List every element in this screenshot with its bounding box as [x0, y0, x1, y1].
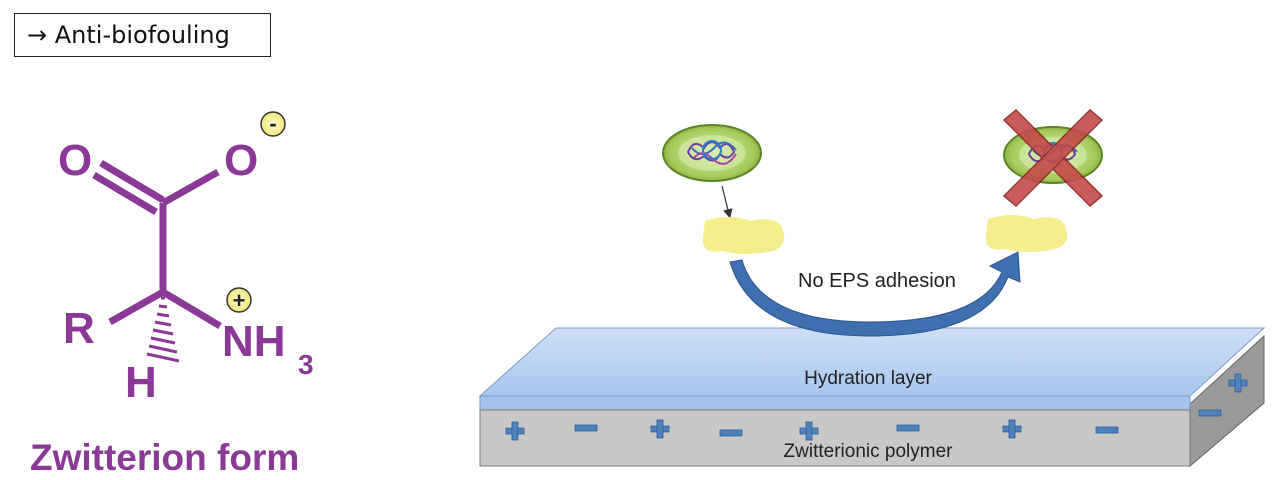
anti-biofouling-label: → Anti-biofouling	[14, 13, 271, 57]
eps-left-icon	[702, 217, 785, 254]
amine-subscript: 3	[298, 349, 314, 380]
cross-icon	[1002, 108, 1104, 208]
charge-plus-4	[1002, 419, 1022, 439]
side-charge-minus	[1198, 409, 1222, 417]
carbonyl-bond-2	[92, 171, 158, 216]
positive-charge-icon	[226, 287, 252, 313]
charge-plus-3	[799, 421, 819, 441]
zwitterion-molecule: O O - R H NH 3 + Zwitterion form	[30, 111, 314, 478]
amine-group: NH	[222, 317, 286, 366]
r-group: R	[63, 304, 95, 353]
repel-arrow-icon	[729, 251, 1021, 337]
hashed-wedge-bond	[146, 296, 180, 363]
attach-arrow-icon	[721, 185, 733, 219]
polymer-front-face	[479, 409, 1191, 467]
charge-minus-2	[719, 429, 743, 437]
side-charge-plus	[1228, 373, 1248, 393]
carbonyl-oxygen: O	[58, 136, 92, 185]
arrow-label: No EPS adhesion	[798, 270, 956, 292]
charge-minus-3	[896, 424, 920, 432]
charge-minus-1	[574, 424, 598, 432]
polymer-label: Zwitterionic polymer	[784, 441, 954, 462]
hydration-layer-edge	[479, 395, 1191, 411]
charge-plus-2	[650, 419, 670, 439]
bacterium-left-icon	[662, 124, 762, 182]
eps-right-icon	[985, 215, 1068, 252]
molecule-caption: Zwitterion form	[30, 437, 299, 478]
amine-bond	[161, 288, 222, 330]
negative-charge-label: -	[269, 111, 276, 136]
positive-charge-label: +	[233, 288, 246, 313]
hydration-layer-label: Hydration layer	[804, 368, 932, 389]
carboxylate-oxygen: O	[224, 136, 258, 185]
negative-charge-icon	[260, 111, 286, 137]
carboxylate-bond	[161, 168, 220, 207]
charge-plus-1	[505, 421, 525, 441]
antifouling-scheme: Hydration layer Zwitterionic polymer	[478, 108, 1266, 468]
r-group-bond	[108, 288, 165, 326]
hydrogen-atom: H	[125, 358, 157, 407]
carbonyl-bond-1	[99, 159, 165, 204]
surface-charges	[505, 373, 1248, 441]
charge-minus-4	[1095, 426, 1119, 434]
